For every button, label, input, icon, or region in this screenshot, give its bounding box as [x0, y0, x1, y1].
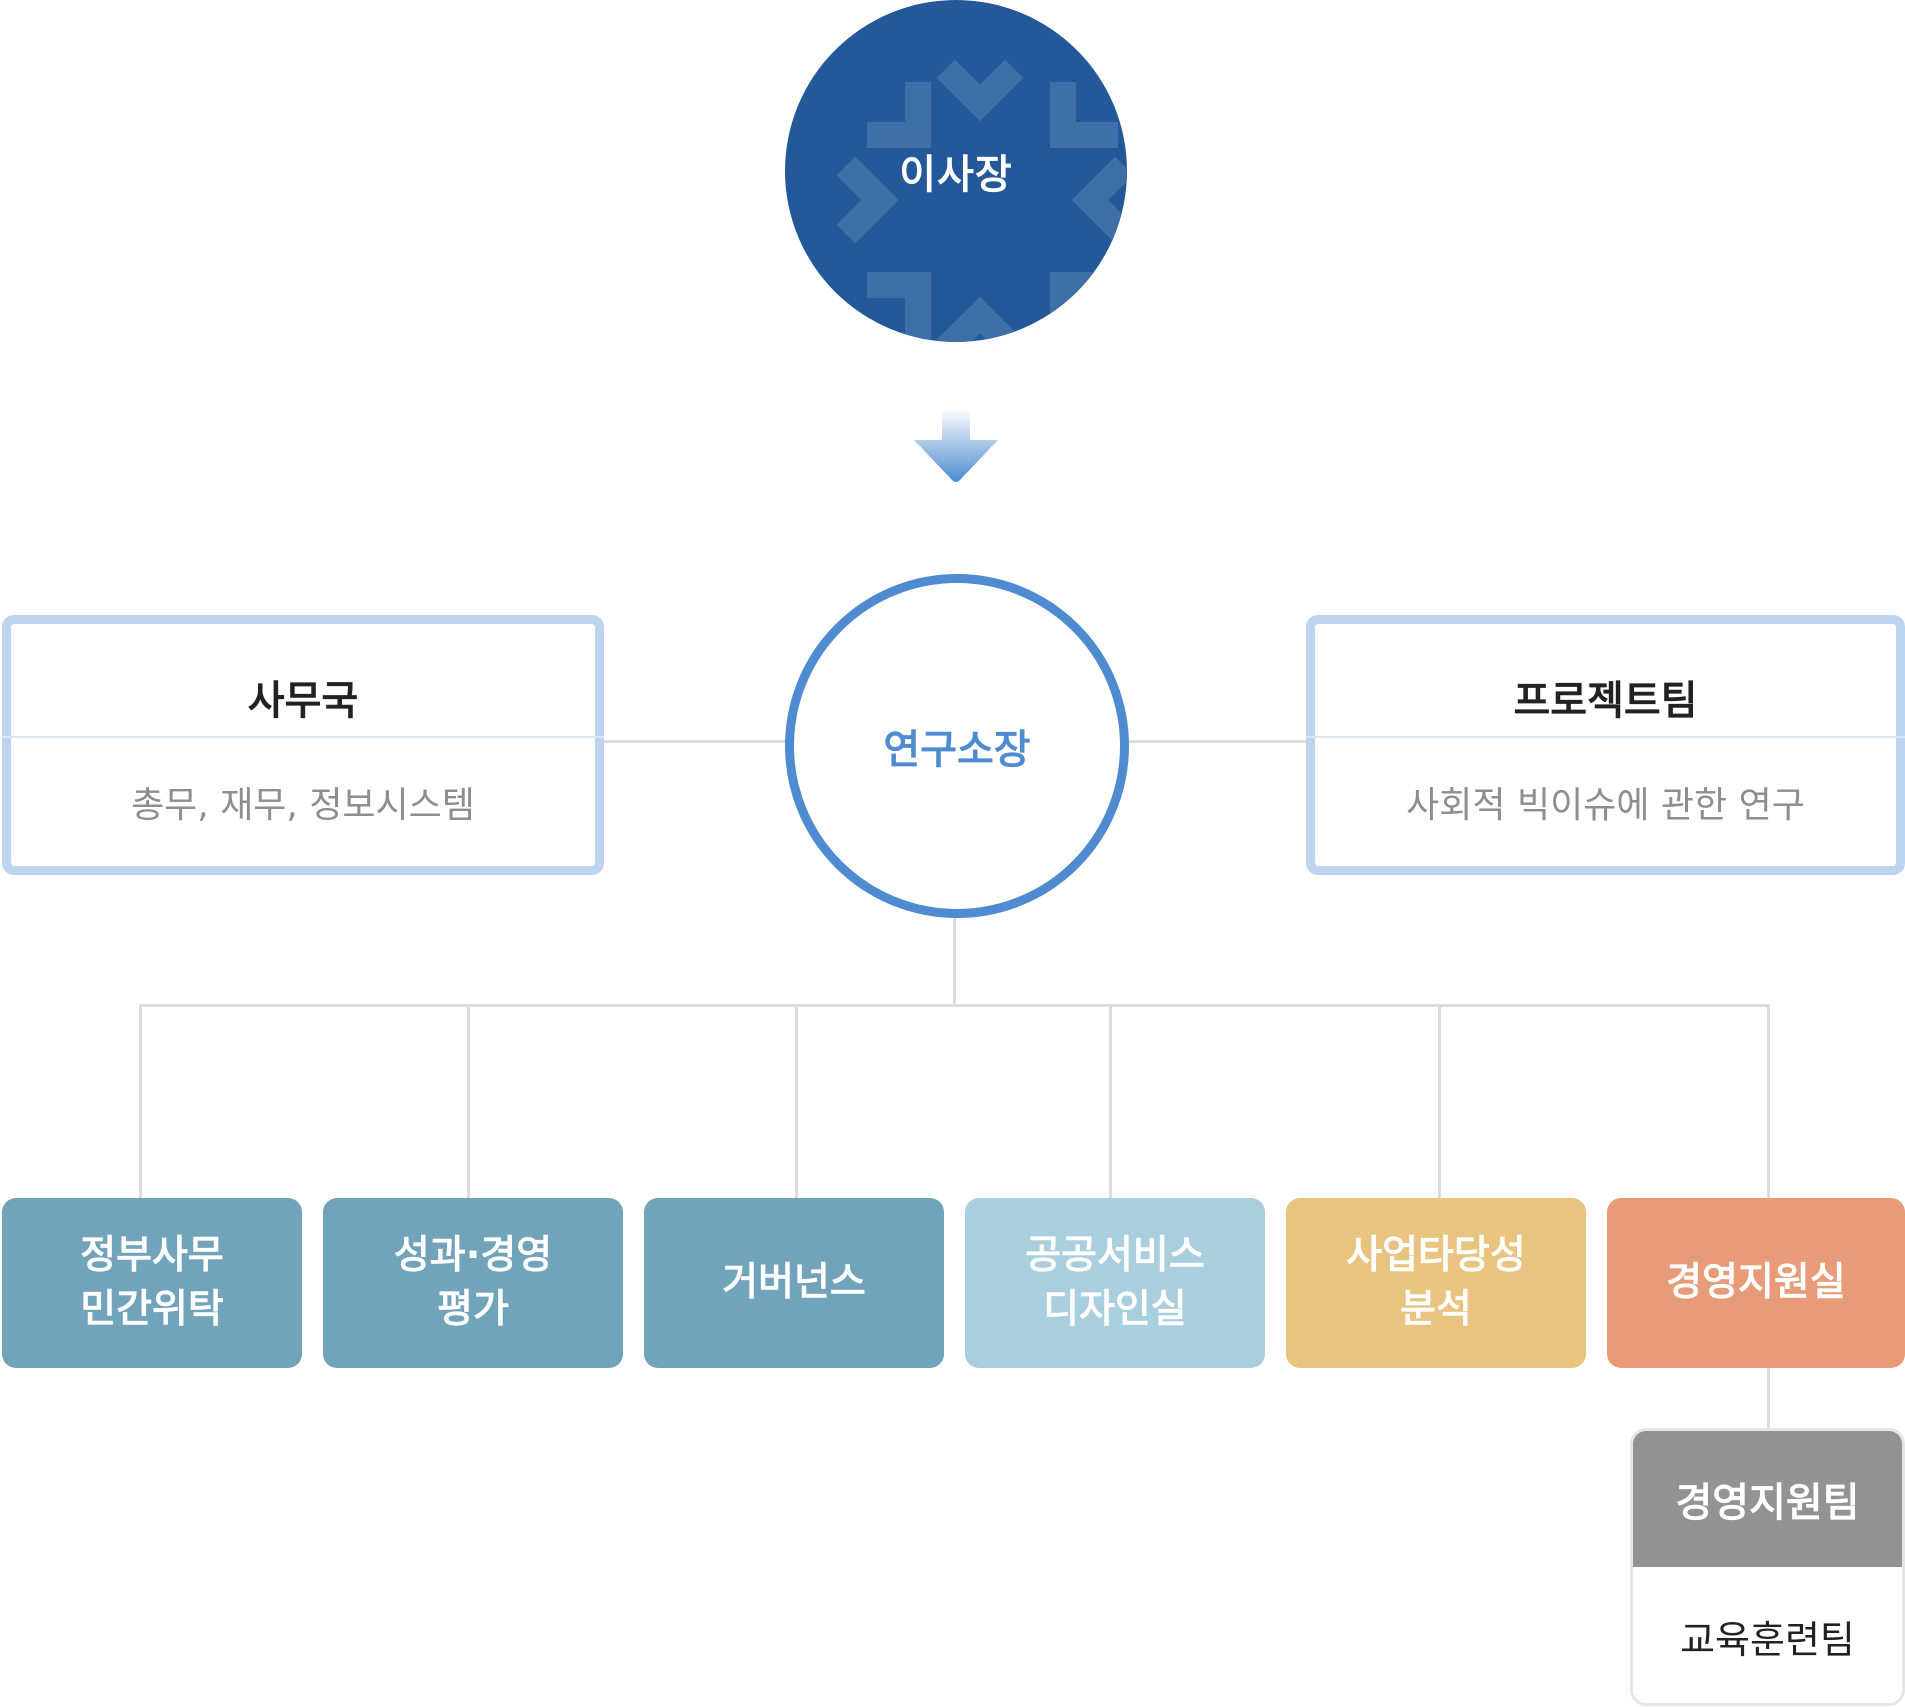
- sub-team-sub: 교육훈련팀: [1680, 1618, 1855, 1662]
- connector-dept-6: [1767, 1004, 1770, 1200]
- secretariat-desc: 총무, 재무, 정보시스템: [131, 785, 475, 826]
- divider: [1306, 736, 1905, 738]
- director-label: 연구소장: [883, 727, 1031, 773]
- connector-horizontal: [139, 1004, 1770, 1007]
- sub-team-head: 경영지원팀: [1633, 1431, 1902, 1567]
- secretariat-title: 사무국: [247, 678, 359, 724]
- project-team-box: 프로젝트팀 사회적 빅이슈에 관한 연구: [1306, 615, 1905, 875]
- chairman-label: 이사장: [899, 152, 1013, 198]
- divider: [2, 736, 604, 738]
- dept-box-2: 성과·경영 평가: [323, 1198, 623, 1368]
- connector-left: [595, 740, 791, 743]
- director-node: 연구소장: [785, 574, 1129, 918]
- dept-box-1: 정부사무 민간위탁: [2, 1198, 302, 1368]
- connector-dept-4: [1109, 1004, 1112, 1200]
- dept-box-6: 경영지원실: [1607, 1198, 1905, 1368]
- secretariat-box: 사무국 총무, 재무, 정보시스템: [2, 615, 604, 875]
- connector-dept-5: [1438, 1004, 1441, 1200]
- connector-subteam: [1767, 1368, 1770, 1430]
- dept-box-3: 거버넌스: [644, 1198, 944, 1368]
- connector-dept-1: [139, 1004, 142, 1200]
- project-team-desc: 사회적 빅이슈에 관한 연구: [1406, 785, 1805, 826]
- dept-box-5: 사업타당성 분석: [1286, 1198, 1586, 1368]
- chairman-node: 이사장: [785, 0, 1127, 342]
- connector-right: [1122, 740, 1312, 743]
- connector-dept-2: [467, 1004, 470, 1200]
- connector-dept-3: [795, 1004, 798, 1200]
- project-team-title: 프로젝트팀: [1513, 678, 1698, 724]
- arrow-down-icon: [914, 408, 998, 482]
- dept-box-4: 공공서비스 디자인실: [965, 1198, 1265, 1368]
- connector-director-down: [953, 915, 956, 1006]
- sub-team-box: 경영지원팀 교육훈련팀: [1630, 1428, 1905, 1706]
- pattern-icon: [836, 59, 1127, 342]
